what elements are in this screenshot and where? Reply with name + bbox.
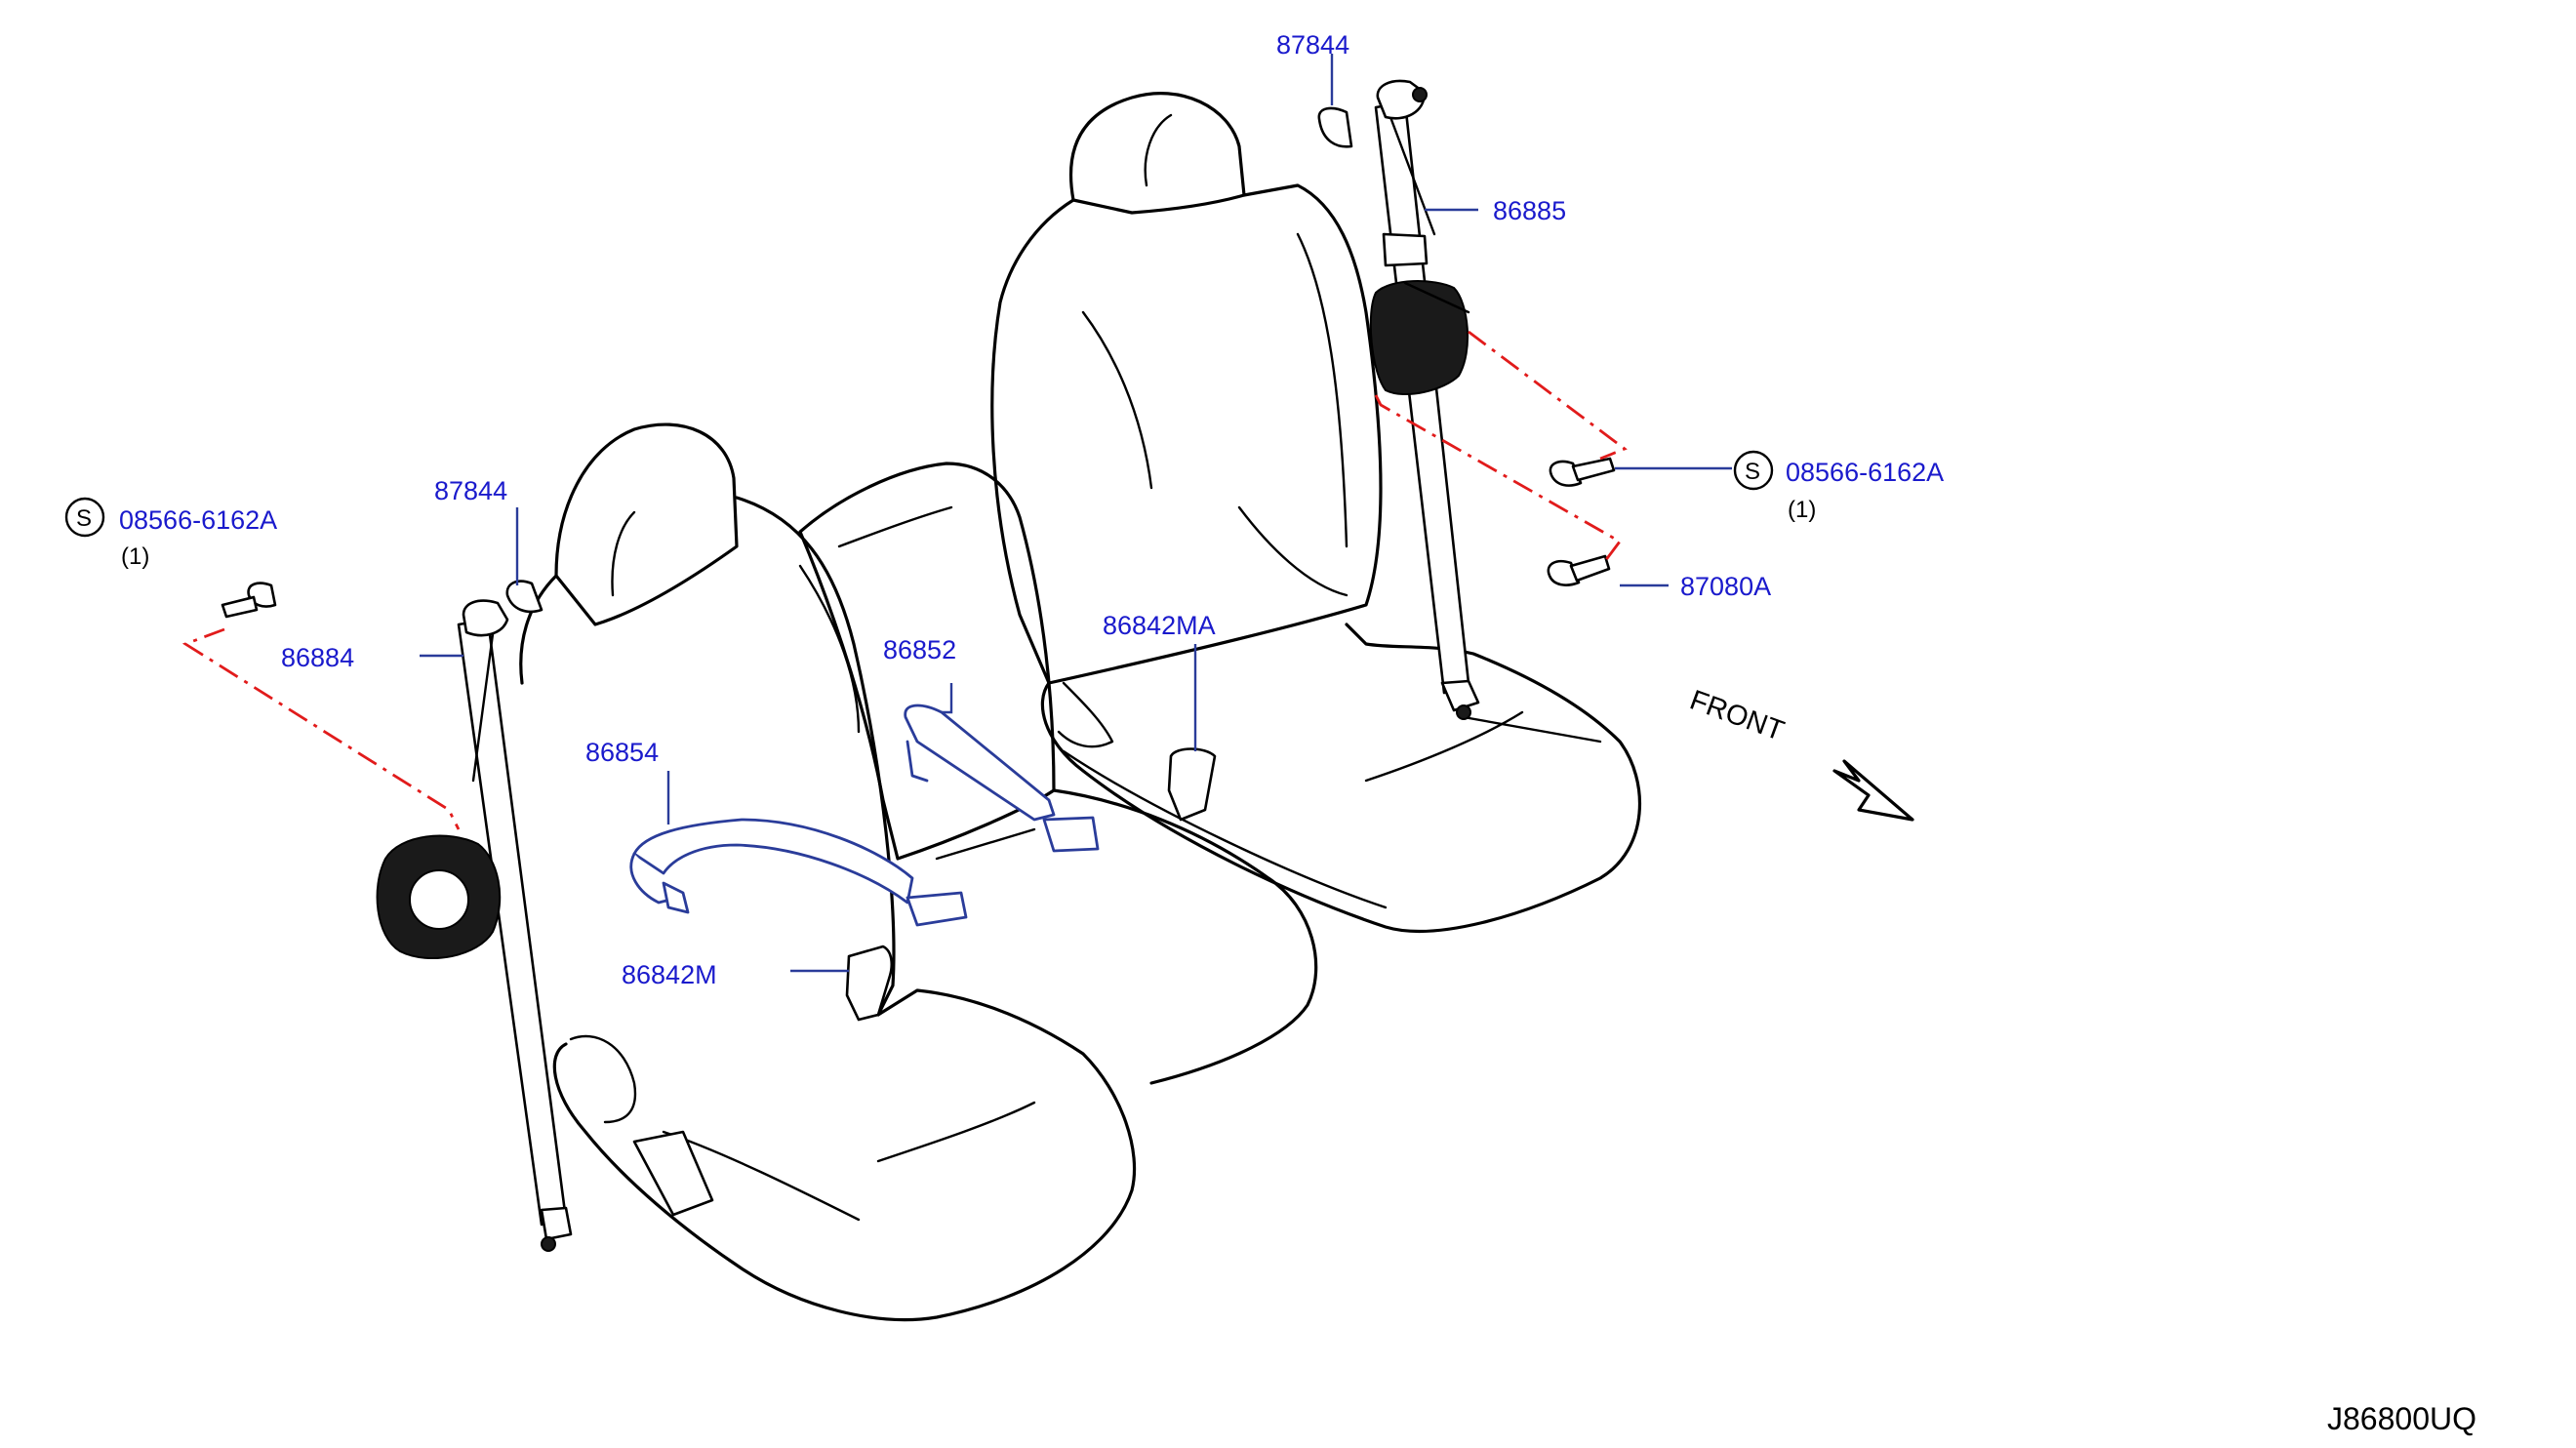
standard-part-symbol-right: S <box>1733 450 1774 491</box>
callout-86842ma: 86842MA <box>1103 611 1216 640</box>
callout-08566-6162a-right: 08566-6162A <box>1786 458 1944 487</box>
callout-86854: 86854 <box>585 738 659 767</box>
right-seatbelt-assembly <box>1369 79 1480 720</box>
callout-qty-right: (1) <box>1788 497 1816 523</box>
callout-qty-left: (1) <box>121 543 149 570</box>
right-seat <box>990 92 1642 933</box>
callout-87844-left: 87844 <box>434 476 507 505</box>
callout-86852: 86852 <box>883 635 956 664</box>
diagram-code: J86800UQ <box>2327 1401 2476 1436</box>
right-mounting-bolts <box>1547 457 1616 586</box>
center-lap-belt <box>629 818 968 927</box>
right-mounting-dash-upper <box>1468 330 1628 461</box>
left-anchor-clip-icon <box>505 580 543 614</box>
callout-87844-right: 87844 <box>1276 30 1349 60</box>
left-seatbelt-assembly <box>376 599 573 1252</box>
center-buckle-assembly <box>904 704 1100 853</box>
front-label: FRONT <box>1686 685 1789 747</box>
right-mounting-dash-lower <box>1374 394 1623 562</box>
front-direction-indicator: FRONT <box>1686 685 1914 822</box>
callout-87080a: 87080A <box>1680 572 1771 601</box>
front-arrow-icon <box>1832 759 1914 822</box>
right-anchor-clip-icon <box>1317 106 1353 148</box>
standard-part-symbol-left: S <box>64 497 105 538</box>
left-seat <box>519 422 1318 1322</box>
svg-text:S: S <box>1745 459 1760 485</box>
svg-text:S: S <box>76 505 92 532</box>
callout-86842m: 86842M <box>622 960 717 989</box>
callout-86885: 86885 <box>1493 196 1566 225</box>
callout-08566-6162a-left: 08566-6162A <box>119 505 277 535</box>
left-buckle-icon <box>845 945 894 1022</box>
right-buckle-icon <box>1167 747 1217 822</box>
left-mounting-bolt <box>221 582 277 619</box>
leader-lines <box>420 54 1732 973</box>
left-mounting-dash <box>181 627 461 830</box>
callout-86884: 86884 <box>281 643 354 672</box>
